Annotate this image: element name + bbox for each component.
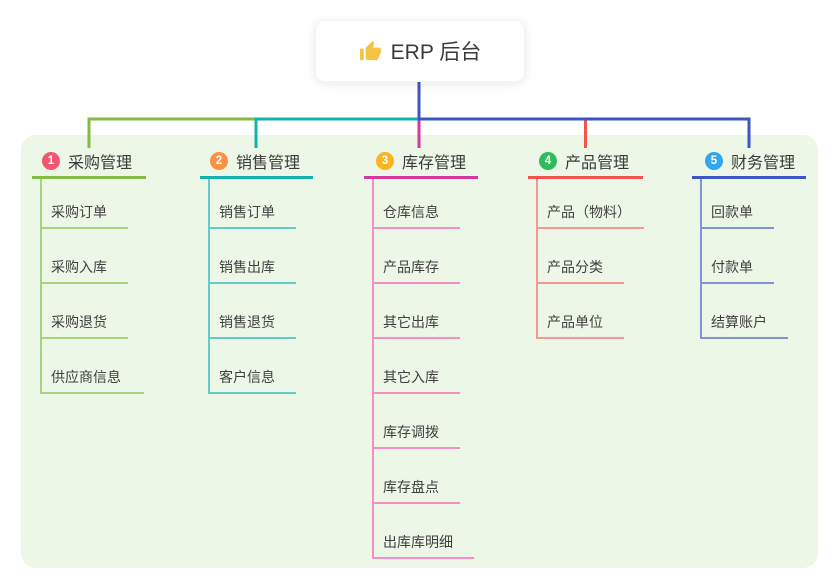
branch-badge: 4 — [539, 152, 557, 170]
root-node[interactable]: ERP 后台 — [315, 20, 525, 82]
mindmap-child-node[interactable]: 客户信息 — [208, 359, 296, 394]
branch-badge: 1 — [42, 152, 60, 170]
mindmap-child-node[interactable]: 产品单位 — [536, 304, 624, 339]
branch-finance[interactable]: 5 财务管理 — [705, 151, 796, 172]
branch-underline — [32, 176, 146, 179]
mindmap-child-node[interactable]: 销售订单 — [208, 194, 296, 229]
mindmap-child-node[interactable]: 采购退货 — [40, 304, 128, 339]
branch-label: 销售管理 — [236, 155, 301, 172]
mindmap-child-node[interactable]: 库存盘点 — [372, 469, 460, 504]
mindmap-child-node[interactable]: 产品（物料） — [536, 194, 644, 229]
branch-label: 产品管理 — [565, 155, 630, 172]
thumbs-up-icon — [359, 40, 381, 60]
branch-purchase[interactable]: 1 采购管理 — [42, 151, 133, 172]
connector-finance — [417, 82, 751, 148]
branch-underline — [692, 176, 806, 179]
branch-child-connector — [372, 179, 374, 559]
branch-child-connector — [536, 179, 538, 339]
branch-child-connector — [40, 179, 42, 394]
branch-label: 采购管理 — [68, 155, 133, 172]
mindmap-child-node[interactable]: 产品分类 — [536, 249, 624, 284]
mindmap-child-node[interactable]: 结算账户 — [700, 304, 788, 339]
mindmap-child-node[interactable]: 供应商信息 — [40, 359, 144, 394]
branch-underline — [528, 176, 643, 179]
mindmap-child-node[interactable]: 库存调拨 — [372, 414, 460, 449]
branch-product[interactable]: 4 产品管理 — [539, 151, 630, 172]
branch-badge: 2 — [210, 152, 228, 170]
mindmap-child-node[interactable]: 产品库存 — [372, 249, 460, 284]
branch-label: 库存管理 — [402, 155, 467, 172]
mindmap-child-node[interactable]: 回款单 — [700, 194, 774, 229]
mindmap-child-node[interactable]: 销售出库 — [208, 249, 296, 284]
mindmap-child-node[interactable]: 销售退货 — [208, 304, 296, 339]
mindmap-child-node[interactable]: 采购入库 — [40, 249, 128, 284]
branch-badge: 3 — [376, 152, 394, 170]
branch-inventory[interactable]: 3 库存管理 — [376, 151, 467, 172]
mindmap-child-node[interactable]: 仓库信息 — [372, 194, 460, 229]
mindmap-child-node[interactable]: 采购订单 — [40, 194, 128, 229]
branch-underline — [200, 176, 313, 179]
mindmap-child-node[interactable]: 其它出库 — [372, 304, 460, 339]
branch-sales[interactable]: 2 销售管理 — [210, 151, 301, 172]
branch-child-connector — [208, 179, 210, 394]
connector-purchase — [87, 117, 419, 148]
branch-child-connector — [700, 179, 702, 339]
connector-sales — [254, 117, 419, 148]
background-panel — [21, 135, 818, 568]
mindmap-child-node[interactable]: 其它入库 — [372, 359, 460, 394]
branch-label: 财务管理 — [731, 155, 796, 172]
root-label: ERP 后台 — [390, 41, 482, 64]
mindmap-child-node[interactable]: 付款单 — [700, 249, 774, 284]
branch-badge: 5 — [705, 152, 723, 170]
branch-underline — [364, 176, 478, 179]
mindmap-child-node[interactable]: 出库库明细 — [372, 524, 474, 559]
